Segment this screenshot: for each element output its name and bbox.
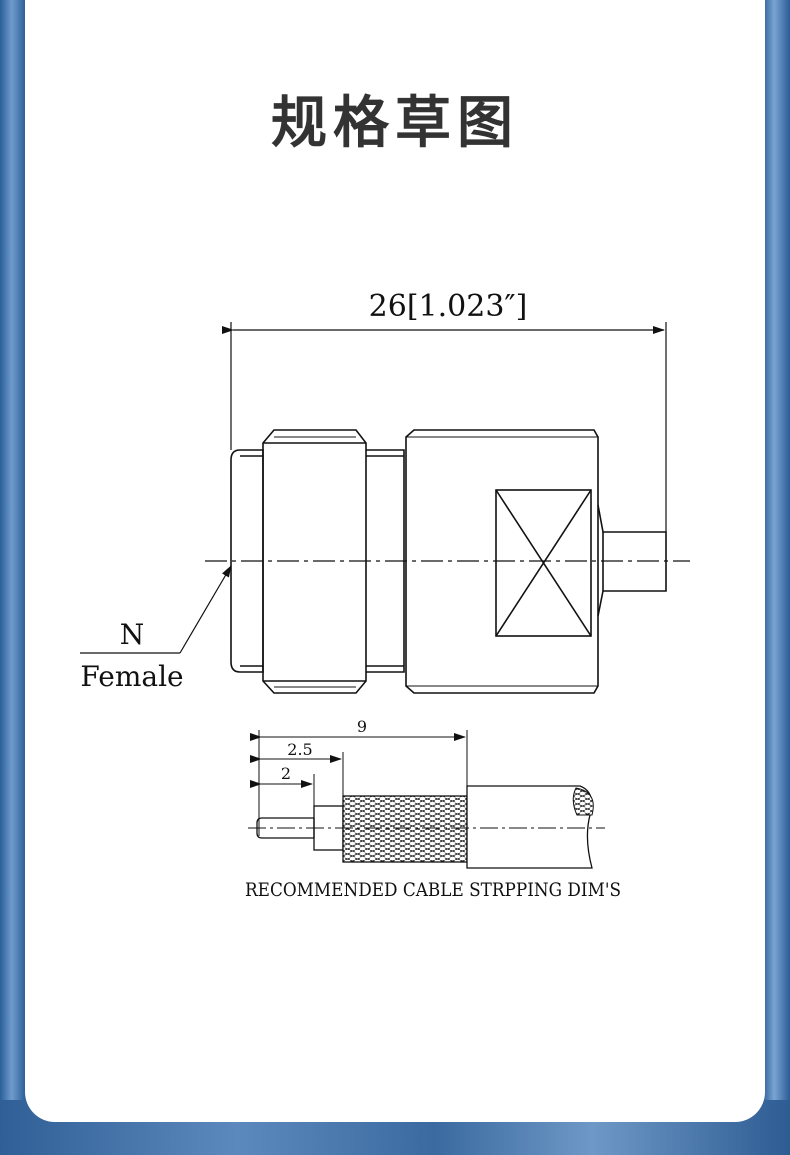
page-title: 规格草图 (271, 91, 519, 156)
connector-type-label: N (120, 618, 145, 651)
overall-dimension-label: 26[1.023″] (369, 289, 528, 324)
label-leader (80, 565, 232, 654)
overall-dimension (222, 322, 667, 532)
connector-gender-label: Female (80, 660, 183, 693)
strip-length-2-label: 2 (281, 764, 291, 783)
n-female-connector (230, 429, 667, 694)
cable-strip-detail (248, 730, 605, 869)
strip-caption: RECOMMENDED CABLE STRPPING DIM'S (245, 879, 621, 901)
strip-length-2-5-label: 2.5 (287, 740, 312, 759)
strip-length-9-label: 9 (357, 717, 367, 736)
